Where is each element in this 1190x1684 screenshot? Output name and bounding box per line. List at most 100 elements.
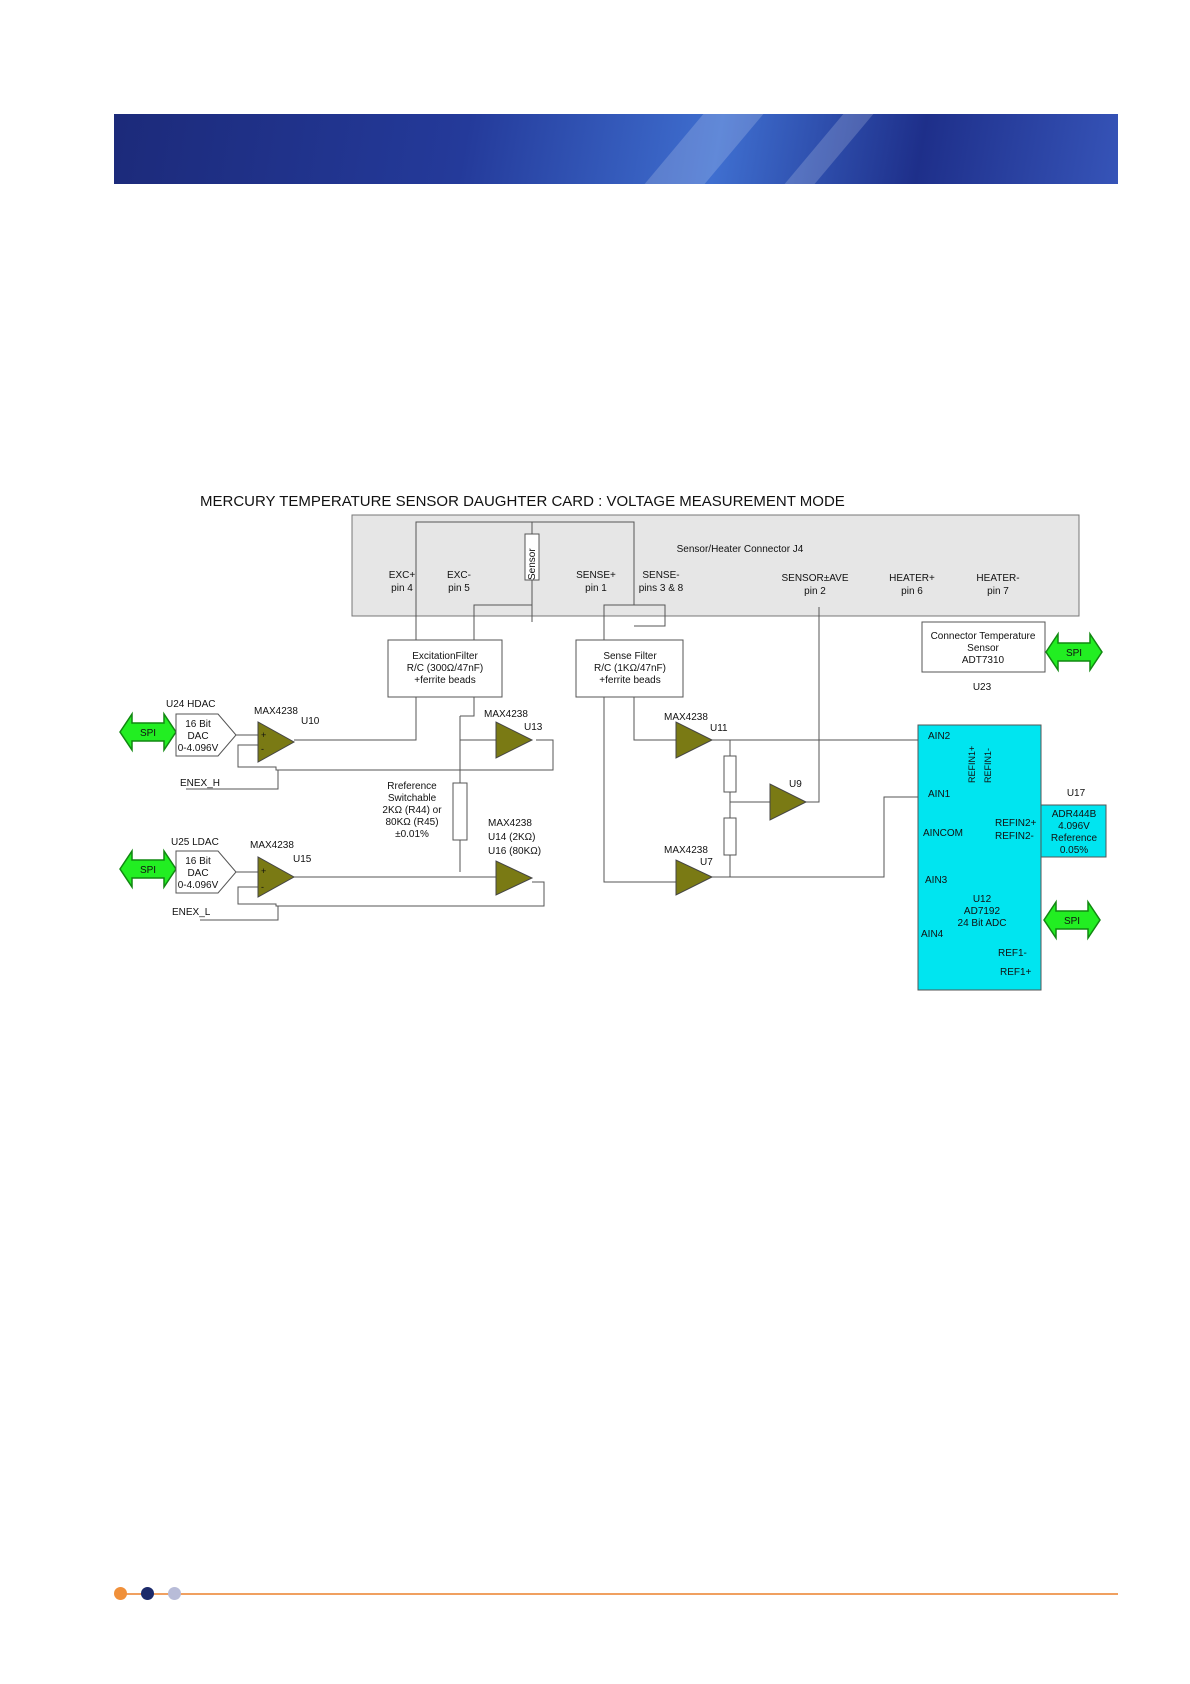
sense-filter-line3: +ferrite beads: [599, 675, 660, 686]
spi-arrow-hdac: SPI: [119, 713, 177, 751]
pin-sense-minus-name: SENSE-: [642, 570, 679, 581]
pin-exc-minus-name: EXC-: [447, 570, 471, 581]
pin-heater-plus-number: pin 6: [901, 586, 923, 597]
amp-u7: [675, 859, 714, 896]
pin-sensor-ave-number: pin 2: [804, 586, 826, 597]
ldac-dac-shape: [175, 850, 237, 894]
spi-label: SPI: [1064, 916, 1080, 927]
amp-u10-minus-icon: -: [261, 744, 264, 754]
hdac-dac-shape: [175, 713, 237, 757]
amp-u14-u16-line1: MAX4238: [488, 818, 532, 829]
adc-pin-ain3: AIN3: [925, 875, 948, 886]
divider-resistor-bottom: [723, 817, 737, 856]
pin-heater-minus-name: HEATER-: [976, 573, 1019, 584]
ldac-name: U25 LDAC: [171, 837, 219, 848]
temp-sensor-line3: ADT7310: [962, 655, 1005, 666]
pin-exc-minus-number: pin 5: [448, 583, 470, 594]
amp-u11: [675, 721, 714, 759]
vref-line4: 0.05%: [1060, 845, 1088, 856]
adc-refin2-minus: REFIN2-: [995, 831, 1034, 842]
amp-u15-ref: U15: [293, 854, 312, 865]
excitation-filter-line2: R/C (300Ω/47nF): [407, 663, 483, 674]
amp-u7-part: MAX4238: [664, 845, 708, 856]
hdac-enable: ENEX_H: [180, 778, 220, 789]
vref-line1: ADR444B: [1052, 809, 1097, 820]
amp-u13-ref: U13: [524, 722, 543, 733]
ldac-dac-line2: DAC: [187, 868, 208, 879]
pin-heater-minus-number: pin 7: [987, 586, 1009, 597]
vref-u17: [1040, 804, 1107, 858]
sense-filter-box: [575, 639, 684, 698]
vref-line3: Reference: [1051, 833, 1098, 844]
hdac-dac-line2: DAC: [187, 731, 208, 742]
adc-body-line2: AD7192: [964, 906, 1001, 917]
amp-u14-u16-line2: U14 (2KΩ): [488, 832, 536, 843]
spi-arrow-temp-sensor: SPI: [1045, 633, 1103, 671]
amp-u9: [769, 783, 808, 821]
adc-pin-ain2: AIN2: [928, 731, 951, 742]
temp-sensor-line2: Sensor: [967, 643, 999, 654]
vref-line2: 4.096V: [1058, 821, 1090, 832]
excitation-filter-line3: +ferrite beads: [414, 675, 475, 686]
amp-u15-minus-icon: -: [261, 882, 264, 892]
ldac-dac-line3: 0-4.096V: [178, 880, 219, 891]
amp-u11-part: MAX4238: [664, 712, 708, 723]
adc-body-line3: 24 Bit ADC: [958, 918, 1007, 929]
adc-refin2-plus: REFIN2+: [995, 818, 1037, 829]
amp-u14-u16-line3: U16 (80KΩ): [488, 846, 541, 857]
pin-heater-plus-name: HEATER+: [889, 573, 935, 584]
rref-line1: Rreference: [387, 781, 437, 792]
sense-filter-line1: Sense Filter: [603, 651, 657, 662]
spi-label: SPI: [140, 728, 156, 739]
vref-ref: U17: [1067, 788, 1086, 799]
excitation-filter-box: [387, 639, 503, 698]
excitation-filter-line1: ExcitationFilter: [412, 651, 478, 662]
spi-label: SPI: [140, 865, 156, 876]
pin-exc-plus-name: EXC+: [389, 570, 416, 581]
amp-u10: [257, 721, 296, 763]
amp-u7-ref: U7: [700, 857, 713, 868]
temp-sensor-line1: Connector Temperature: [931, 631, 1036, 642]
ldac-enable: ENEX_L: [172, 907, 211, 918]
rref-line3: 2KΩ (R44) or: [382, 805, 442, 816]
temp-sensor-box: [921, 621, 1046, 673]
sense-filter-line2: R/C (1KΩ/47nF): [594, 663, 666, 674]
connector-title: Sensor/Heater Connector J4: [677, 544, 804, 555]
sensor-label: Sensor: [527, 548, 538, 580]
reference-resistor: [452, 782, 468, 841]
adc-body-line1: U12: [973, 894, 992, 905]
hdac-dac-line1: 16 Bit: [185, 719, 211, 730]
ldac-dac-line1: 16 Bit: [185, 856, 211, 867]
footer-line: [120, 1593, 1118, 1595]
amp-u11-ref: U11: [710, 723, 728, 734]
spi-label: SPI: [1066, 648, 1082, 659]
rref-line4: 80KΩ (R45): [385, 817, 438, 828]
pin-sense-plus-number: pin 1: [585, 583, 607, 594]
connector-wires: [415, 521, 820, 742]
divider-resistor-top: [723, 755, 737, 793]
amp-u13-part: MAX4238: [484, 709, 528, 720]
adc-ref1-plus: REF1+: [1000, 967, 1032, 978]
footer-dot-orange: [114, 1587, 127, 1600]
footer-dot-navy: [141, 1587, 154, 1600]
amp-u15: [257, 856, 296, 898]
pin-sense-plus-name: SENSE+: [576, 570, 616, 581]
amp-u15-plus-icon: +: [261, 866, 266, 876]
pin-sensor-ave-name: SENSOR±AVE: [782, 573, 849, 584]
spi-arrow-ldac: SPI: [119, 850, 177, 888]
amp-u10-ref: U10: [301, 716, 320, 727]
adc-refin1-plus: REFIN1+: [967, 746, 977, 783]
connector-j4: [351, 514, 1080, 617]
adc-refin1-minus: REFIN1-: [983, 748, 993, 783]
amp-u13: [495, 721, 534, 759]
temp-sensor-ref: U23: [973, 682, 992, 693]
rref-line2: Switchable: [388, 793, 437, 804]
adc-ref1-minus: REF1-: [998, 948, 1027, 959]
adc-pin-ain1: AIN1: [928, 789, 951, 800]
header-banner: [114, 114, 1118, 184]
pin-sense-minus-number: pins 3 & 8: [639, 583, 684, 594]
rref-line5: ±0.01%: [395, 829, 429, 840]
amp-u15-part: MAX4238: [250, 840, 294, 851]
amp-u10-plus-icon: +: [261, 730, 266, 740]
amp-u10-part: MAX4238: [254, 706, 298, 717]
